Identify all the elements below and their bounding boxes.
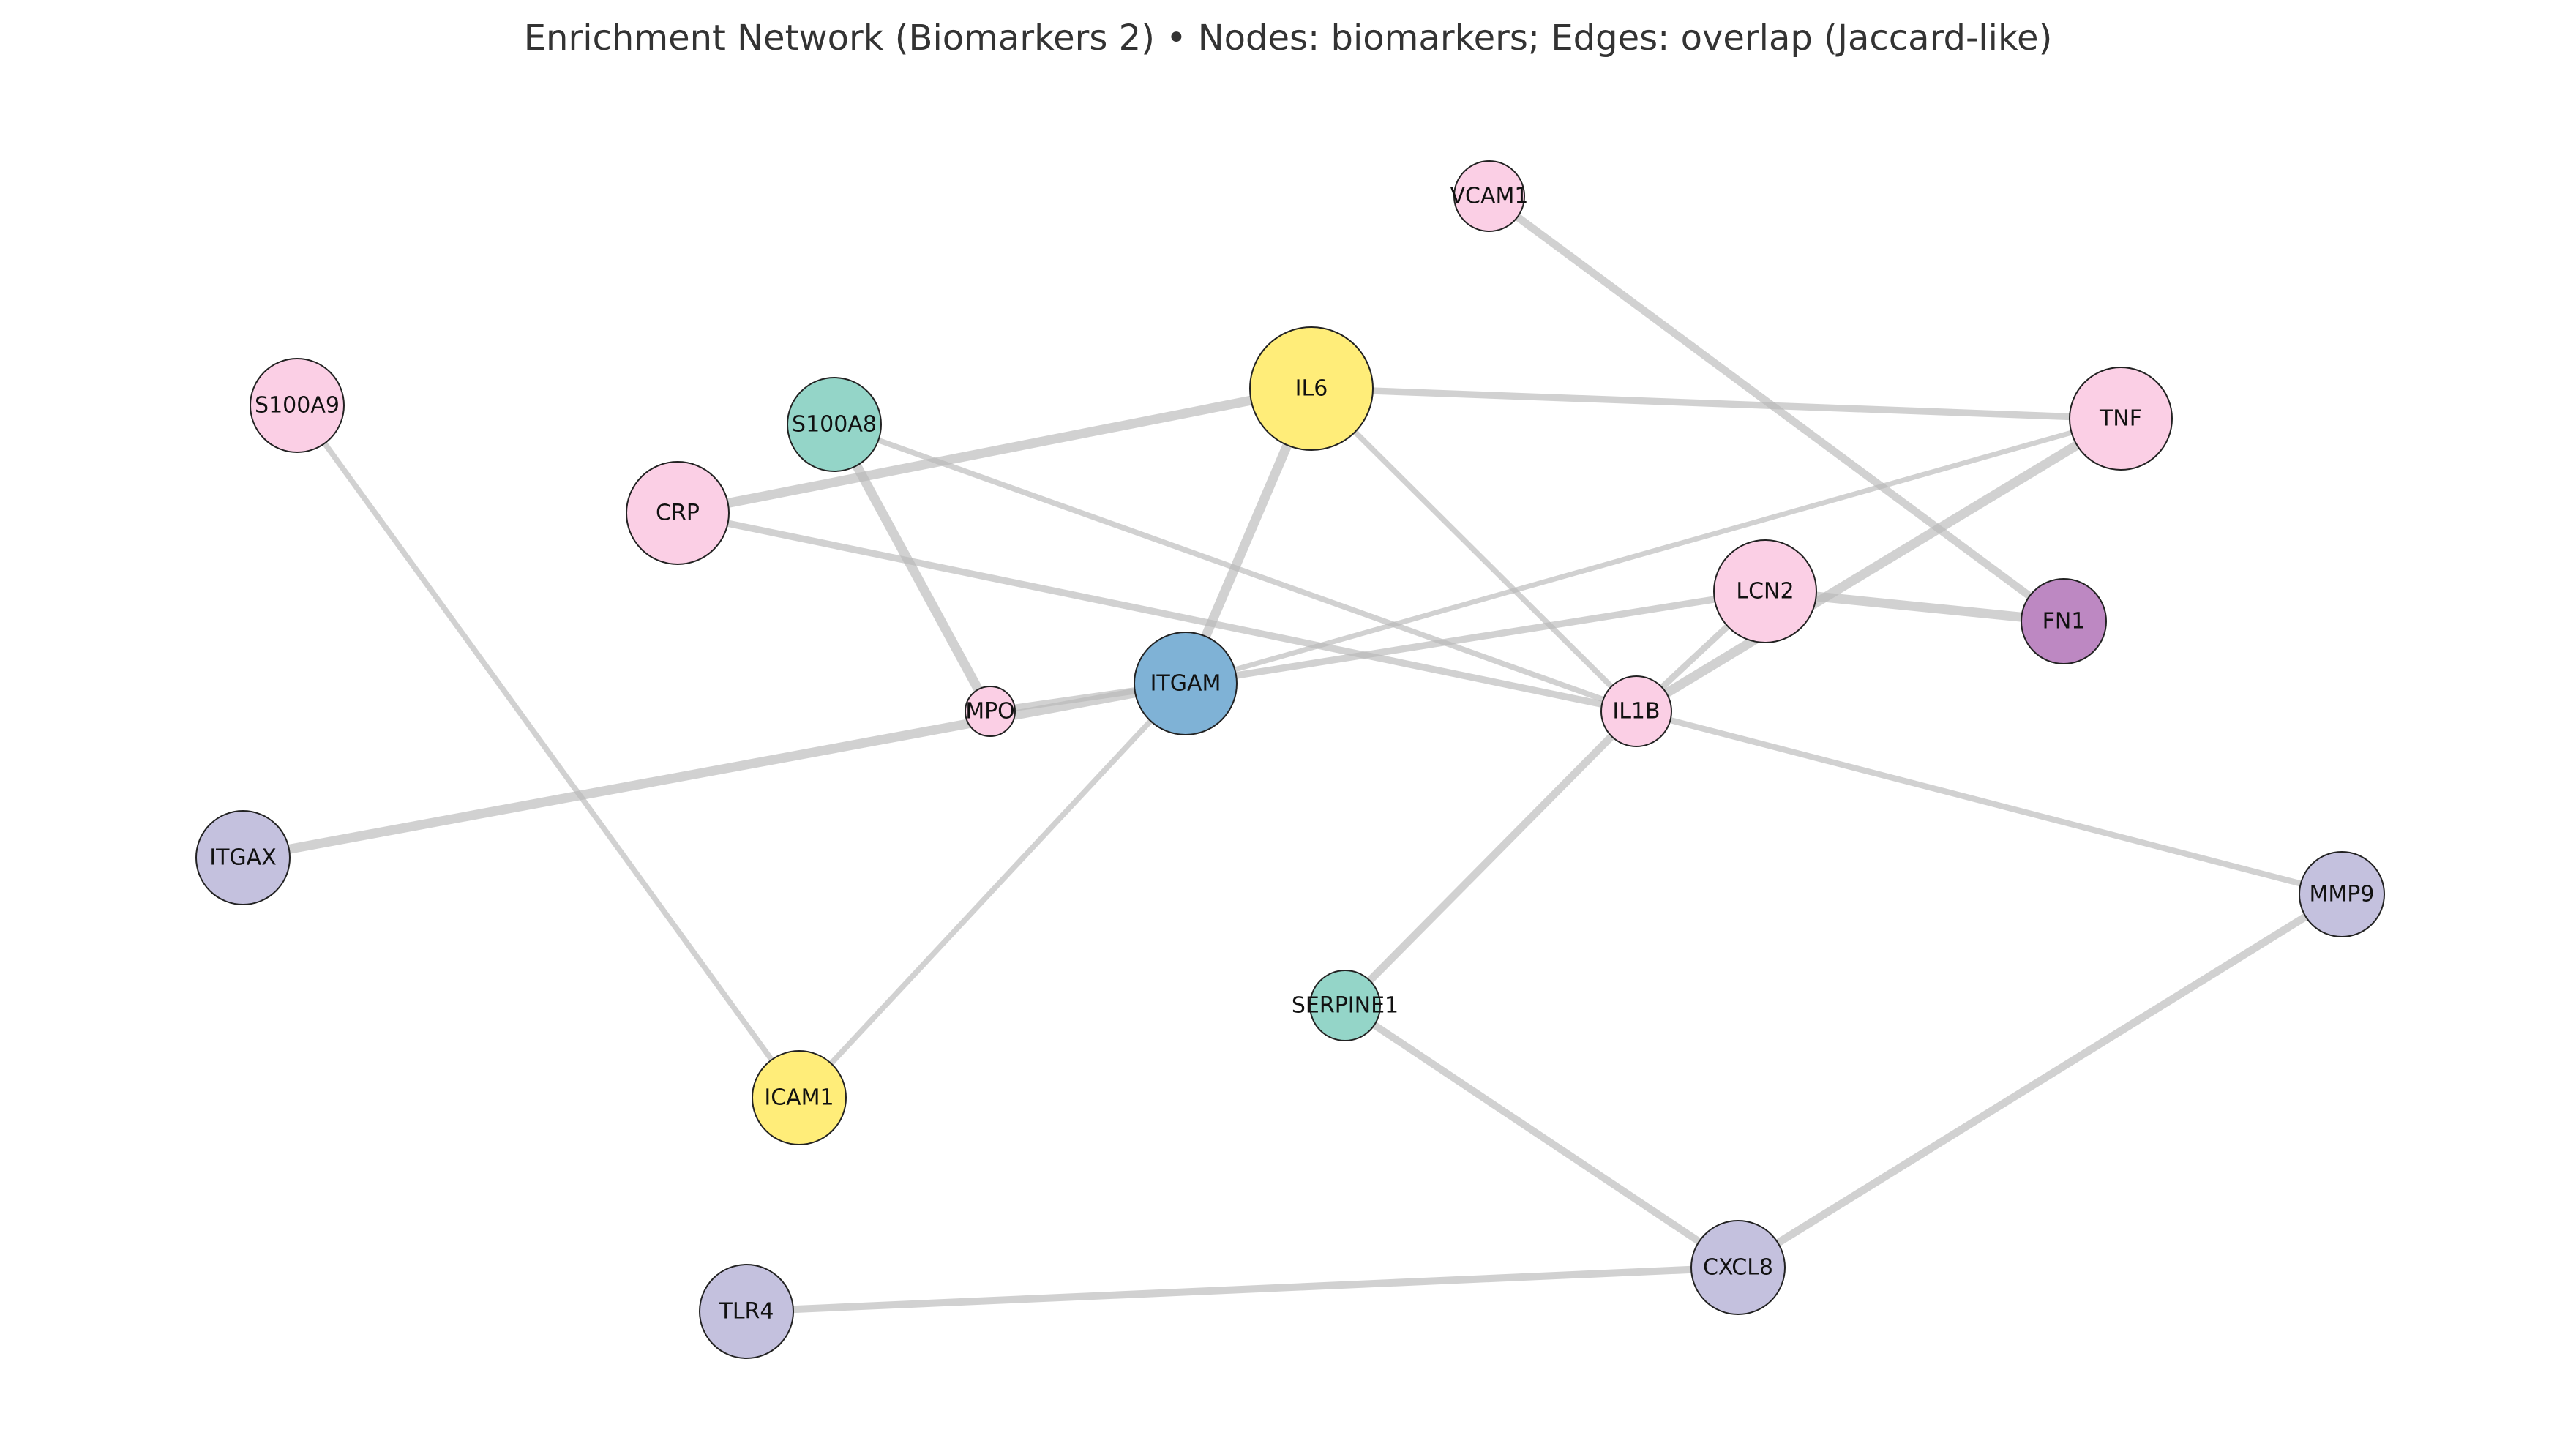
edge-itgam-itgax [242, 678, 1187, 863]
node-tnf: TNF [2069, 367, 2173, 471]
node-circle-itgam [1134, 632, 1238, 735]
edge-serpine1-cxcl8 [1343, 1002, 1740, 1271]
node-circle-itgax [195, 810, 291, 905]
edge-lcn2-itgam [1185, 588, 1766, 687]
node-label-tnf: TNF [2099, 406, 2142, 432]
node-circle-tlr4 [699, 1264, 794, 1359]
edge-il1b-mmp9 [1635, 708, 2343, 897]
node-serpine1: SERPINE1 [1292, 970, 1399, 1041]
edge-cxcl8-tlr4 [746, 1264, 1739, 1315]
edge-s100a9-icam1 [294, 403, 802, 1100]
node-label-s100a9: S100A9 [255, 393, 340, 419]
node-circle-mpo [965, 686, 1016, 737]
node-label-il6: IL6 [1295, 376, 1328, 402]
node-label-itgam: ITGAM [1150, 671, 1221, 697]
node-itgam: ITGAM [1134, 632, 1238, 735]
node-fn1: FN1 [2021, 578, 2107, 664]
node-label-tlr4: TLR4 [719, 1299, 774, 1325]
node-cxcl8: CXCL8 [1690, 1220, 1786, 1315]
edge-il6-crp [676, 383, 1313, 518]
node-circle-mmp9 [2299, 851, 2385, 937]
edge-il6-tnf [1311, 385, 2122, 422]
node-label-vcam1: VCAM1 [1450, 184, 1529, 209]
chart-title: Enrichment Network (Biomarkers 2) • Node… [524, 18, 2053, 59]
node-icam1: ICAM1 [752, 1050, 847, 1145]
node-circle-serpine1 [1309, 970, 1381, 1041]
node-label-itgax: ITGAX [209, 845, 277, 871]
edge-itgam-icam1 [797, 681, 1188, 1100]
node-circle-il1b [1600, 675, 1672, 747]
node-circle-s100a8 [787, 377, 882, 472]
node-label-mpo: MPO [965, 699, 1015, 724]
node-label-icam1: ICAM1 [764, 1085, 834, 1111]
node-il6: IL6 [1249, 326, 1374, 451]
node-label-fn1: FN1 [2043, 609, 2086, 634]
node-circle-s100a9 [250, 358, 345, 453]
node-vcam1: VCAM1 [1450, 160, 1529, 232]
edge-s100a8-il1b [833, 422, 1638, 714]
node-crp: CRP [626, 461, 730, 565]
node-itgax: ITGAX [195, 810, 291, 905]
node-label-mmp9: MMP9 [2310, 882, 2375, 907]
node-s100a9: S100A9 [250, 358, 345, 453]
node-mmp9: MMP9 [2299, 851, 2385, 937]
node-label-s100a8: S100A8 [792, 412, 877, 438]
node-tlr4: TLR4 [699, 1264, 794, 1359]
node-label-crp: CRP [656, 501, 700, 526]
node-label-cxcl8: CXCL8 [1703, 1255, 1773, 1281]
edge-il6-il1b [1309, 386, 1639, 714]
edge-tnf-il1b [1633, 414, 2124, 716]
node-mpo: MPO [965, 686, 1016, 737]
node-circle-lcn2 [1713, 539, 1817, 643]
node-il1b: IL1B [1600, 675, 1672, 747]
edge-mmp9-cxcl8 [1736, 891, 2344, 1271]
node-circle-il6 [1249, 326, 1374, 451]
node-circle-tnf [2069, 367, 2173, 471]
node-circle-icam1 [752, 1050, 847, 1145]
node-circle-vcam1 [1453, 160, 1525, 232]
node-circle-fn1 [2021, 578, 2107, 664]
node-label-lcn2: LCN2 [1736, 579, 1794, 604]
node-s100a8: S100A8 [787, 377, 882, 472]
node-label-il1b: IL1B [1612, 699, 1660, 724]
node-label-serpine1: SERPINE1 [1292, 993, 1399, 1019]
edge-s100a8-mpo [830, 422, 995, 714]
node-circle-crp [626, 461, 730, 565]
edge-tnf-itgam [1185, 416, 2122, 686]
edge-il1b-serpine1 [1342, 708, 1639, 1008]
edge-crp-il1b [677, 509, 1637, 715]
node-circle-cxcl8 [1690, 1220, 1786, 1315]
node-lcn2: LCN2 [1713, 539, 1817, 643]
